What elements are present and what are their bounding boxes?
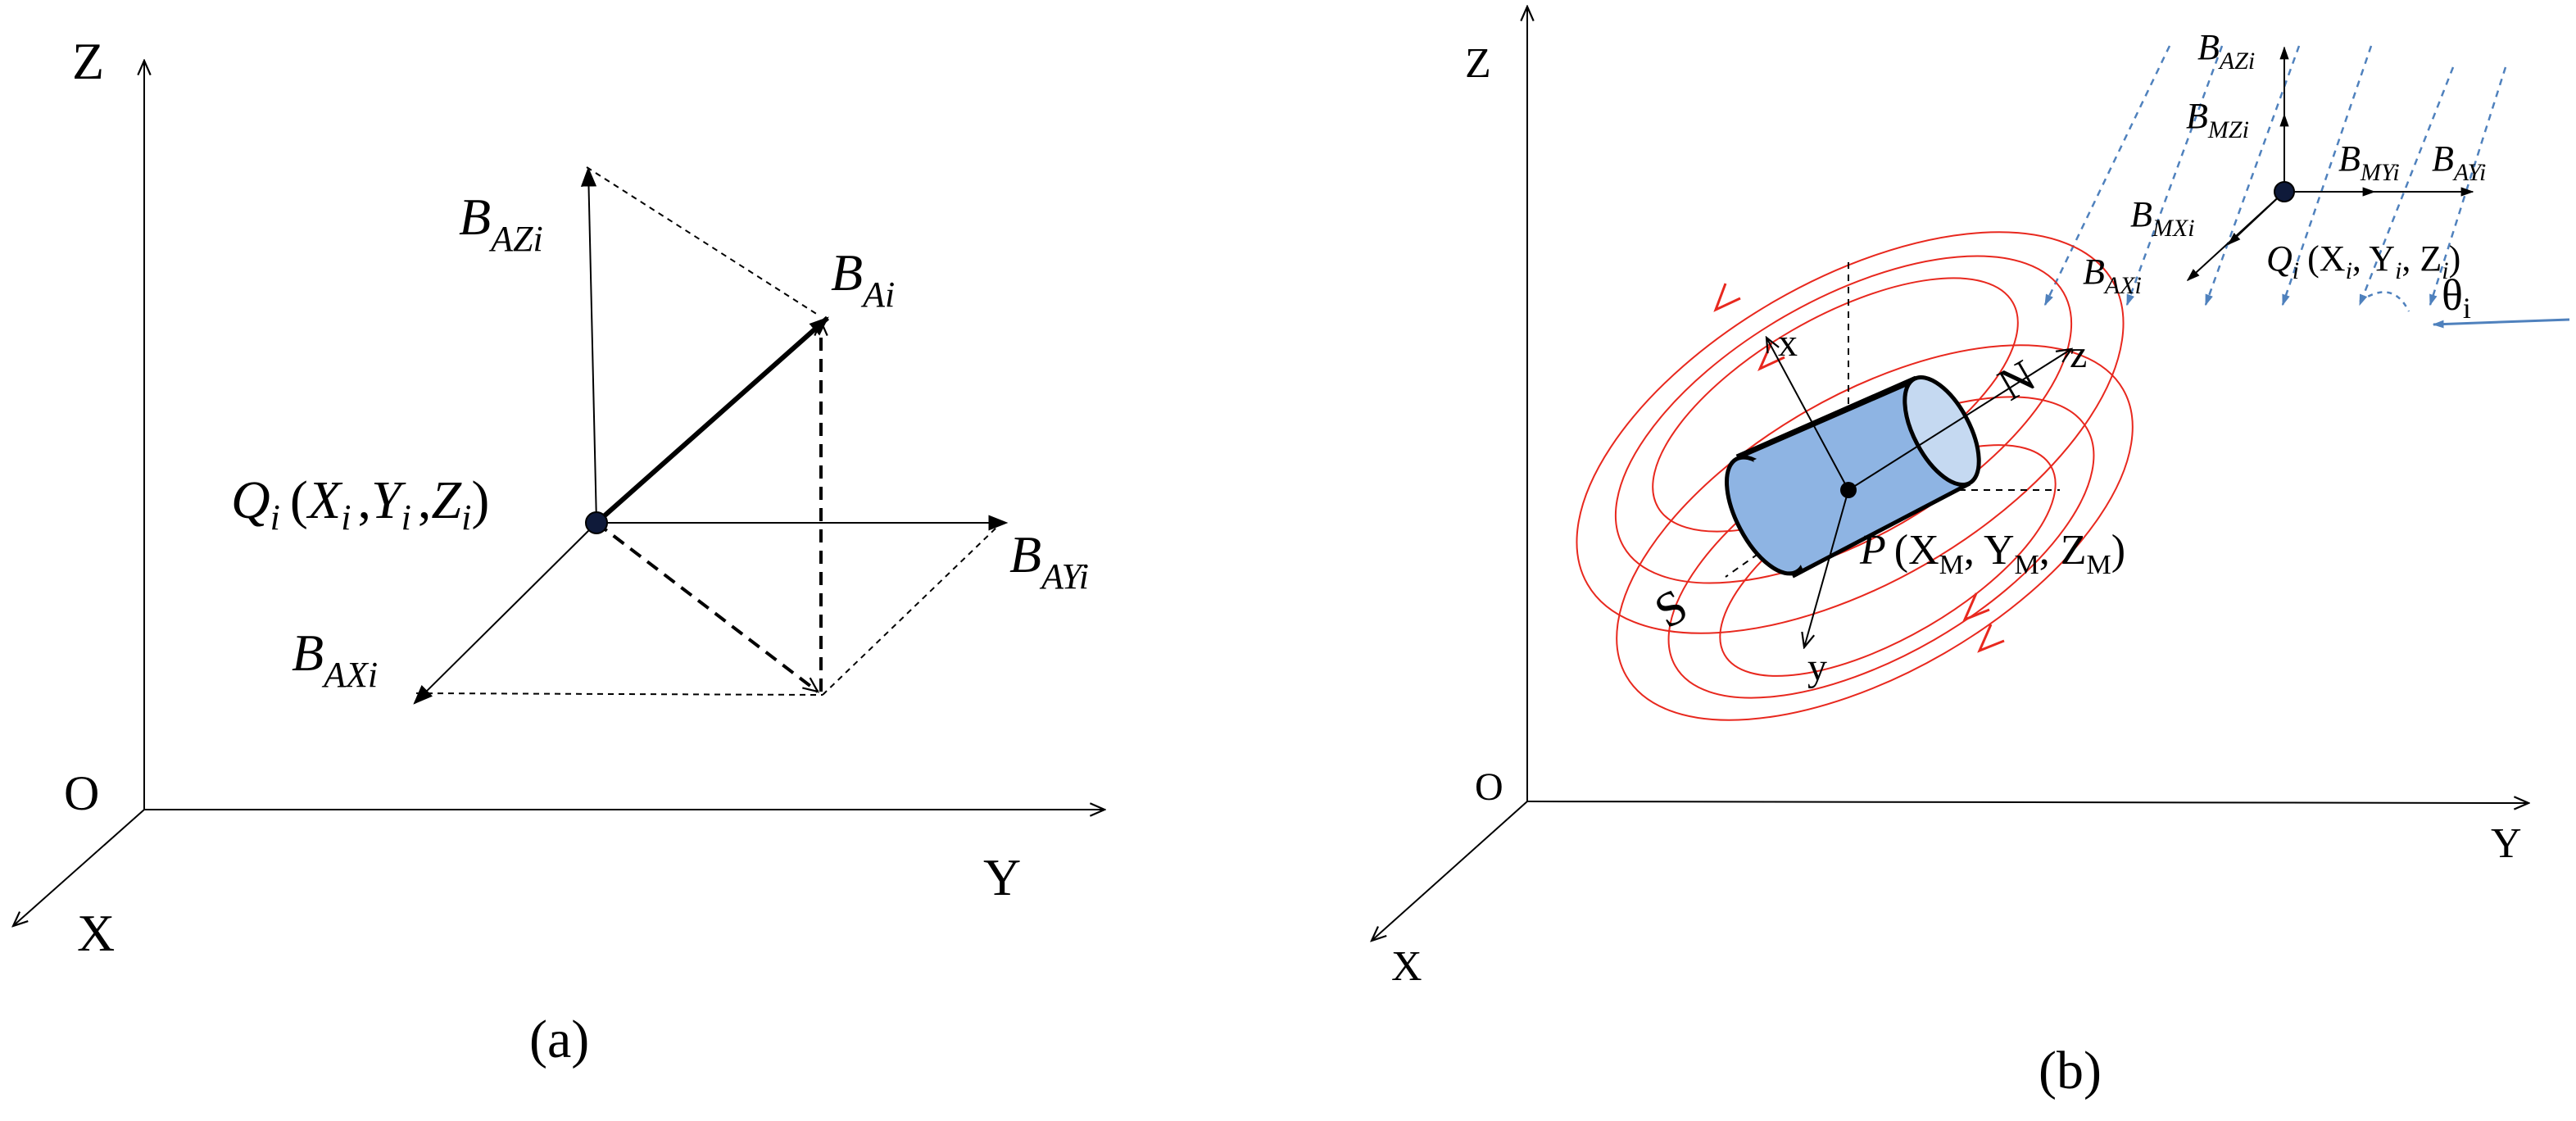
label-b-ayi-a: BAYi	[1009, 525, 1089, 597]
field-direction-mark	[1977, 624, 2005, 653]
theta-reference-line	[2432, 318, 2570, 329]
ambient-field-line	[2204, 45, 2301, 306]
local-axis-y	[1804, 489, 1849, 647]
origin-label-a: O	[64, 766, 99, 820]
axis-y-label-a: Y	[983, 848, 1021, 906]
local-z-label: z	[2070, 333, 2087, 376]
origin-label-b: O	[1475, 765, 1503, 809]
theta-arc	[2359, 291, 2410, 312]
field-loop	[1576, 231, 2125, 634]
axis-x-label-b: X	[1391, 943, 1422, 990]
ambient-field-line	[2429, 66, 2507, 306]
caption-b: (b)	[2039, 1041, 2102, 1101]
field-loop	[1614, 255, 2073, 584]
ambient-field-line	[2125, 45, 2224, 306]
cylinder-edge	[1738, 378, 1916, 460]
ambient-field-line	[2043, 45, 2171, 306]
label-qi-a: Qi(Xi,Yi,Zi)	[231, 470, 489, 538]
caption-a: (a)	[529, 1010, 589, 1069]
label-b-ai-a: BAi	[831, 243, 895, 315]
local-axis-x	[1766, 338, 1849, 491]
field-direction-mark	[1962, 592, 1990, 622]
field-loop	[1616, 344, 2134, 721]
ambient-field-line	[2281, 45, 2373, 306]
label-b-axi-b: BAXi	[2083, 252, 2142, 299]
axis-x-a	[13, 809, 145, 926]
vector-b-ai	[595, 315, 829, 525]
label-theta: θi	[2442, 270, 2471, 324]
axis-x-label-a: X	[77, 904, 115, 962]
dashed-edge	[586, 166, 819, 315]
vector-b-azi	[580, 166, 597, 524]
axis-z-label-b: Z	[1465, 40, 1491, 87]
field-direction-mark	[1713, 283, 1741, 312]
south-pole-label: S	[1645, 578, 1696, 638]
point-qi-b	[2274, 181, 2295, 202]
label-b-myi-b: BMYi	[2338, 138, 2400, 186]
label-b-azi-b: BAZi	[2197, 27, 2255, 75]
local-axis-z	[1848, 349, 2071, 491]
vector-b-axi	[413, 522, 597, 705]
label-point-p: P(XM, YM, ZM)	[1859, 527, 2125, 580]
projection-dash	[595, 521, 818, 692]
cylinder-edge	[1793, 481, 1971, 578]
ambient-field-lines	[2043, 45, 2507, 306]
label-b-ayi-b: BAYi	[2432, 138, 2486, 186]
axis-y-b	[1526, 801, 2528, 803]
label-qi-b: Qi(Xi, Yi, Zi)	[2266, 238, 2460, 284]
label-b-azi-a: BAZi	[459, 188, 543, 259]
local-y-label: y	[1807, 646, 1827, 689]
label-b-mxi-b: BMXi	[2130, 194, 2195, 242]
dashed-edge	[822, 527, 997, 696]
panel-b: Z Y X O	[1372, 7, 2570, 1101]
axis-x-b	[1372, 801, 1528, 941]
axis-y-label-b: Y	[2491, 820, 2522, 867]
label-b-axi-a: BAXi	[292, 624, 378, 695]
north-pole-label: N	[1990, 350, 2044, 411]
dashed-edge	[415, 692, 823, 696]
axis-z-label-a: Z	[72, 32, 104, 90]
label-b-mzi-b: BMZi	[2186, 96, 2249, 143]
local-x-label: x	[1778, 321, 1798, 365]
point-qi-a	[585, 511, 608, 534]
point-p	[1840, 482, 1857, 498]
ambient-field-line	[2358, 66, 2455, 306]
panel-a: Z Y X O BAZi BAi BAYi BAXi Qi(Xi,Yi,Zi)	[13, 32, 1104, 1069]
magnet-field-loops	[1576, 231, 2134, 721]
sensor-axis-x-m	[2227, 191, 2285, 246]
magnet-cylinder	[1725, 374, 1981, 579]
